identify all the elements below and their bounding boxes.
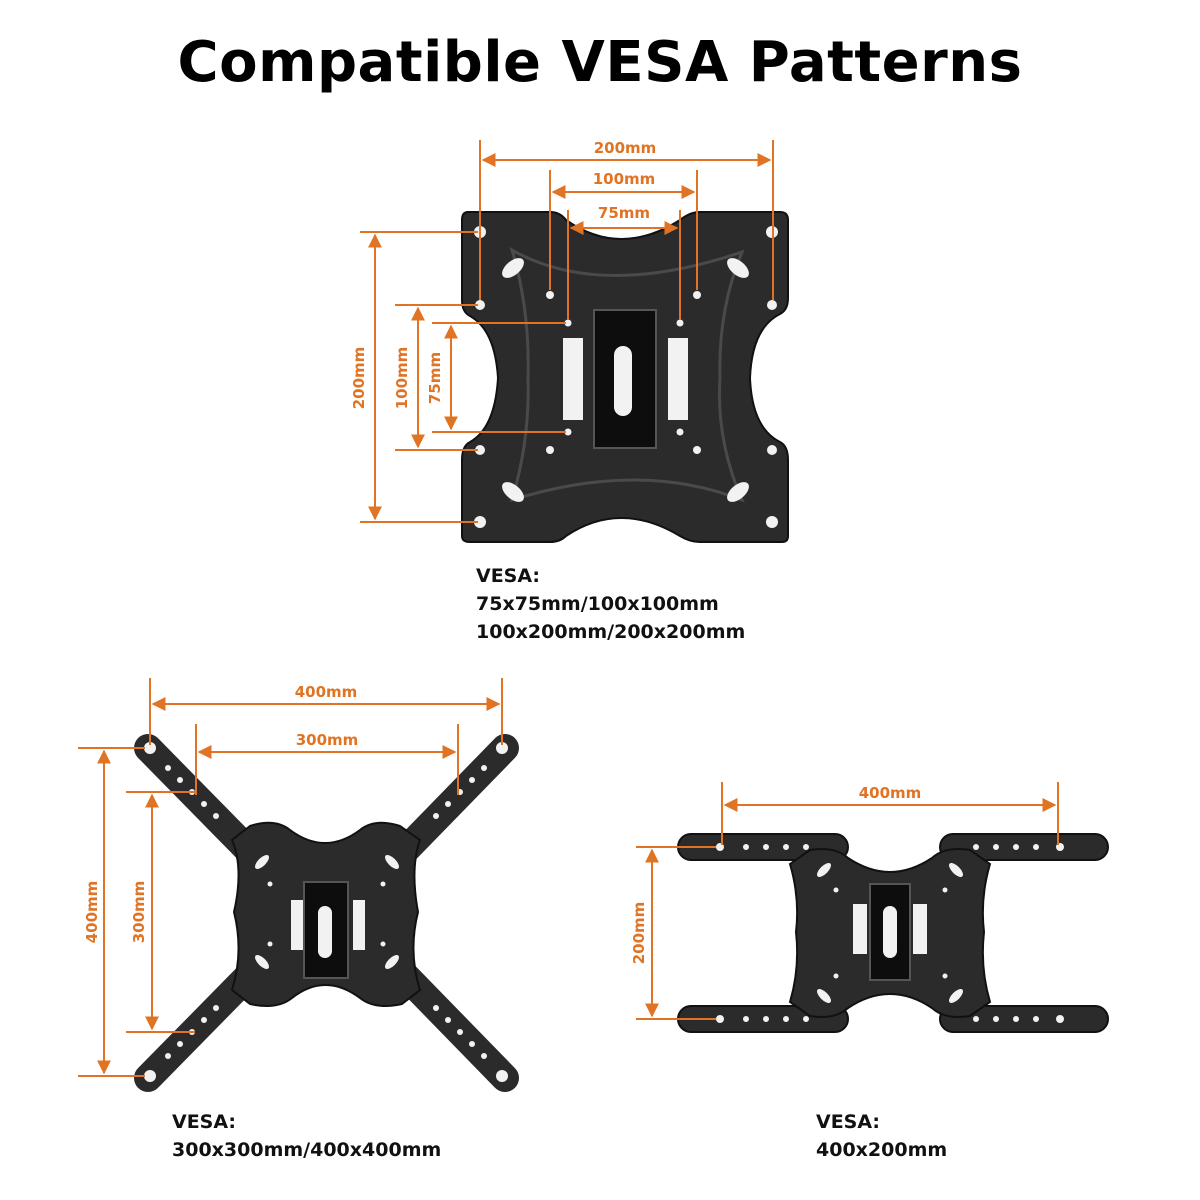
page-title: Compatible VESA Patterns (177, 30, 1023, 95)
left-dimension-lines (78, 678, 503, 1077)
top-mount-plate (461, 211, 789, 543)
right-width-400-label: 400mm (859, 784, 922, 802)
top-height-100-label: 100mm (393, 347, 411, 410)
left-height-400-label: 400mm (83, 881, 101, 944)
left-mount-plate (134, 734, 519, 1092)
right-caption-patterns: 400x200mm (816, 1139, 948, 1161)
top-height-75-label: 75mm (426, 352, 444, 404)
top-caption-heading: VESA: (476, 565, 541, 587)
top-width-75-label: 75mm (598, 204, 650, 222)
top-width-100-label: 100mm (593, 170, 656, 188)
top-height-200-label: 200mm (350, 347, 368, 410)
left-caption-heading: VESA: (172, 1111, 237, 1133)
top-mount-caption: VESA: 75x75mm/100x100mm 100x200mm/200x20… (476, 562, 745, 646)
right-mount-caption: VESA: 400x200mm (816, 1108, 947, 1164)
left-width-300-label: 300mm (296, 731, 359, 749)
left-width-400-label: 400mm (295, 683, 358, 701)
left-caption-patterns: 300x300mm/400x400mm (172, 1139, 442, 1161)
right-height-200-label: 200mm (630, 902, 648, 965)
top-caption-patterns-2: 100x200mm/200x200mm (476, 621, 746, 643)
top-caption-patterns-1: 75x75mm/100x100mm (476, 593, 719, 615)
right-dimension-lines (636, 782, 1059, 1020)
top-dimension-lines (360, 140, 774, 523)
right-mount-plate (677, 833, 1109, 1033)
right-caption-heading: VESA: (816, 1111, 881, 1133)
left-mount-caption: VESA: 300x300mm/400x400mm (172, 1108, 441, 1164)
left-height-300-label: 300mm (130, 881, 148, 944)
top-width-200-label: 200mm (594, 139, 657, 157)
